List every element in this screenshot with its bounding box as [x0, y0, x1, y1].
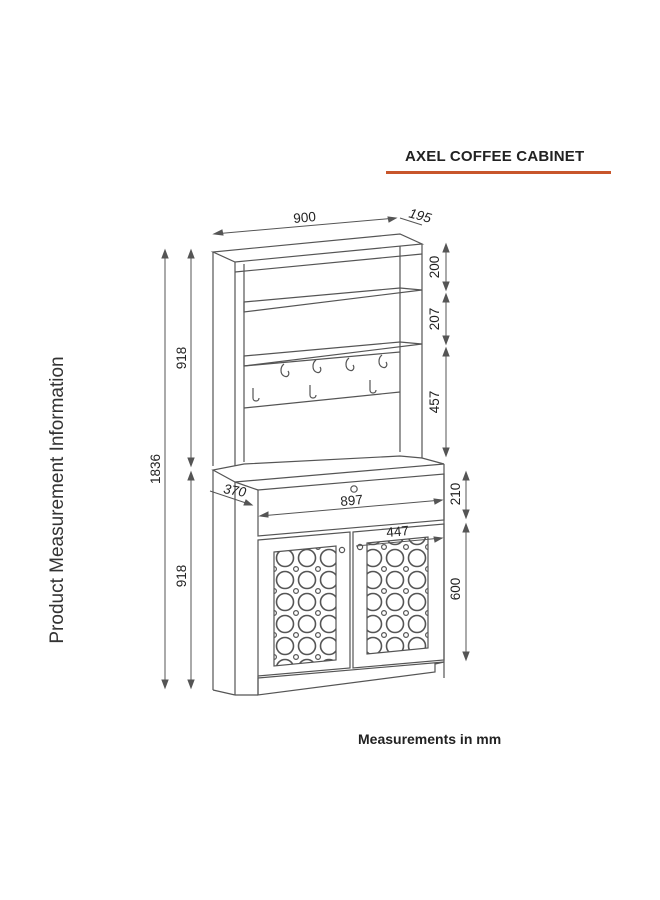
label-drawer-width: 897 — [340, 492, 364, 509]
hook-icon — [252, 388, 260, 402]
dim-line-drawer-width — [259, 499, 443, 517]
label-shelf-top-gap: 200 — [427, 256, 442, 279]
label-depth-top: 195 — [407, 205, 433, 225]
arrow-head — [442, 281, 450, 292]
right-door — [352, 523, 445, 669]
dimension-lines — [161, 216, 470, 690]
hook-icon — [312, 359, 322, 374]
label-depth-base: 370 — [222, 481, 247, 500]
base-left-bottom — [212, 689, 236, 696]
label-door-width: 447 — [386, 523, 410, 540]
left-door-knob — [338, 546, 346, 554]
arrow-head — [187, 470, 195, 481]
drawer-left-joint — [234, 481, 259, 491]
shelf-upper — [243, 287, 423, 313]
hutch-top-surface — [210, 233, 425, 263]
arrow-head — [387, 216, 398, 223]
arrow-head — [187, 457, 195, 468]
left-door — [257, 531, 351, 677]
label-drawer-height: 210 — [448, 483, 463, 506]
label-width-top: 900 — [293, 209, 317, 226]
right-door-knob — [356, 543, 364, 551]
arrow-head — [161, 248, 169, 259]
arrow-head — [212, 229, 224, 236]
arrow-head — [433, 536, 444, 543]
arrow-head — [442, 346, 450, 357]
diagram-title: AXEL COFFEE CABINET — [405, 148, 585, 165]
label-shelf-low-gap: 457 — [427, 391, 442, 414]
arrow-head — [187, 679, 195, 690]
cabinet-outline — [210, 233, 445, 696]
arrow-head — [462, 651, 470, 662]
label-lower-height: 918 — [174, 565, 189, 588]
arrow-head — [442, 447, 450, 458]
counter-top — [211, 455, 445, 483]
dim-line-depth-top — [399, 217, 423, 226]
dim-line-door-width — [355, 537, 443, 547]
hook-icon — [378, 354, 388, 369]
arrow-head — [433, 498, 444, 505]
arrow-head — [258, 511, 269, 518]
arrow-head — [161, 679, 169, 690]
arrow-head — [243, 499, 254, 506]
arrow-head — [442, 292, 450, 303]
arrow-head — [462, 470, 470, 481]
drawer-knob — [350, 485, 358, 493]
hook-icon — [369, 380, 377, 394]
label-total-height: 1836 — [148, 454, 163, 484]
shelf-middle — [243, 341, 423, 367]
arrow-head — [442, 242, 450, 253]
plinth — [257, 661, 445, 696]
coat-hooks — [252, 354, 388, 402]
hook-icon — [309, 385, 317, 399]
hook-icon — [280, 363, 290, 378]
title-underline — [386, 171, 611, 174]
hutch-top-front — [234, 253, 423, 273]
drawer-front — [257, 473, 445, 537]
measurements-unit-note: Measurements in mm — [358, 731, 502, 747]
shelf-middle-edge — [243, 351, 401, 367]
label-upper-height: 918 — [174, 347, 189, 370]
dim-line-width-top — [213, 217, 397, 235]
left-door-lattice-panel — [273, 545, 337, 667]
arrow-head — [462, 522, 470, 533]
right-door-lattice-panel — [366, 536, 429, 655]
label-door-height: 600 — [448, 578, 463, 601]
label-shelf-mid-gap: 207 — [427, 308, 442, 331]
hook-icon — [345, 357, 355, 372]
arrow-head — [442, 335, 450, 346]
hook-rail — [243, 391, 401, 409]
arrow-head — [462, 509, 470, 520]
arrow-head — [187, 248, 195, 259]
